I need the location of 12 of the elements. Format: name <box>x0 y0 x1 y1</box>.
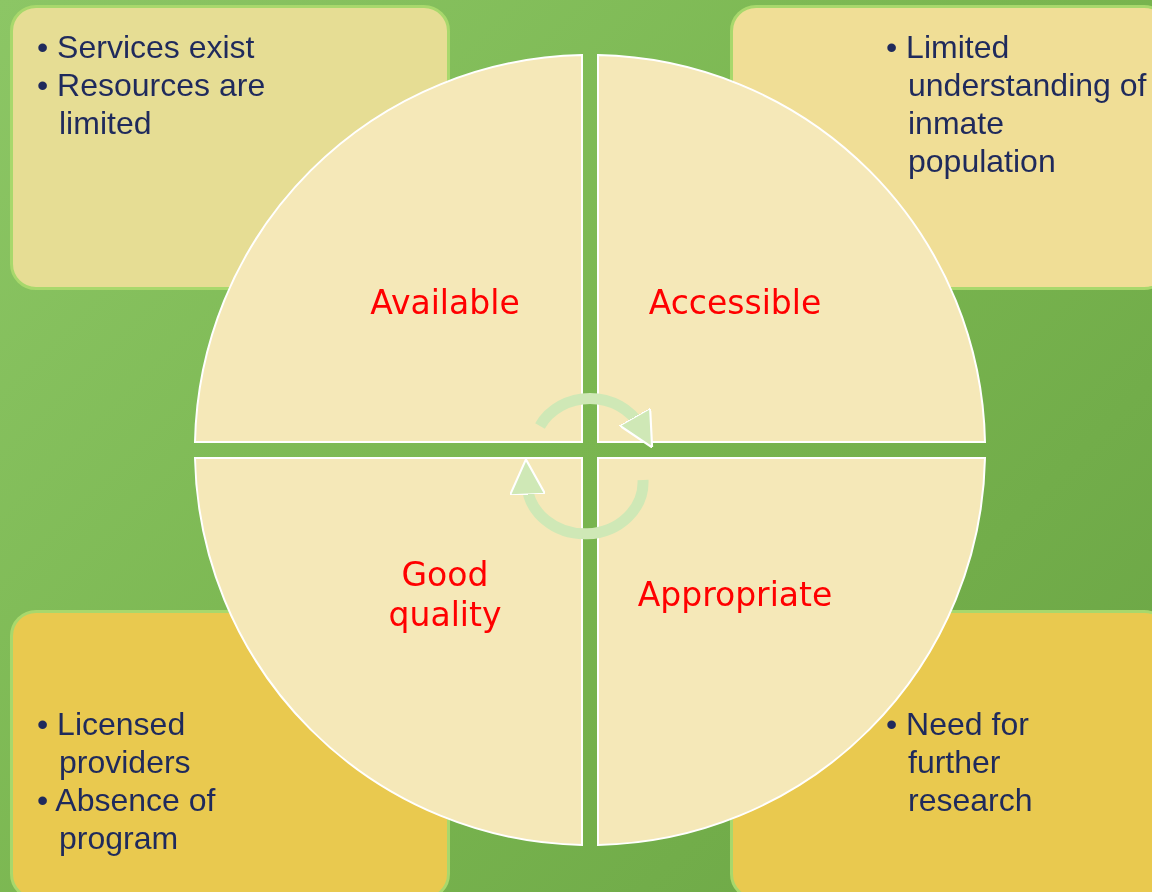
bullet-item: • Absence of program <box>37 781 217 857</box>
segment-label: Available <box>369 283 521 323</box>
bullet-item: • Need for further research <box>886 705 1034 819</box>
cycle-arrow <box>535 393 655 448</box>
bullet-item: • Resources are limited <box>37 66 267 142</box>
segment-label: Appropriate <box>636 575 834 615</box>
bullet-item: • Limited understanding of inmate population <box>886 28 1148 180</box>
bullet-item: • Licensed providers <box>37 705 192 781</box>
segment-label: Accessible <box>647 283 823 323</box>
cycle-arrow <box>509 458 649 540</box>
segment-label: Good quality <box>387 555 503 635</box>
bullet-item: • Services exist <box>37 28 256 66</box>
